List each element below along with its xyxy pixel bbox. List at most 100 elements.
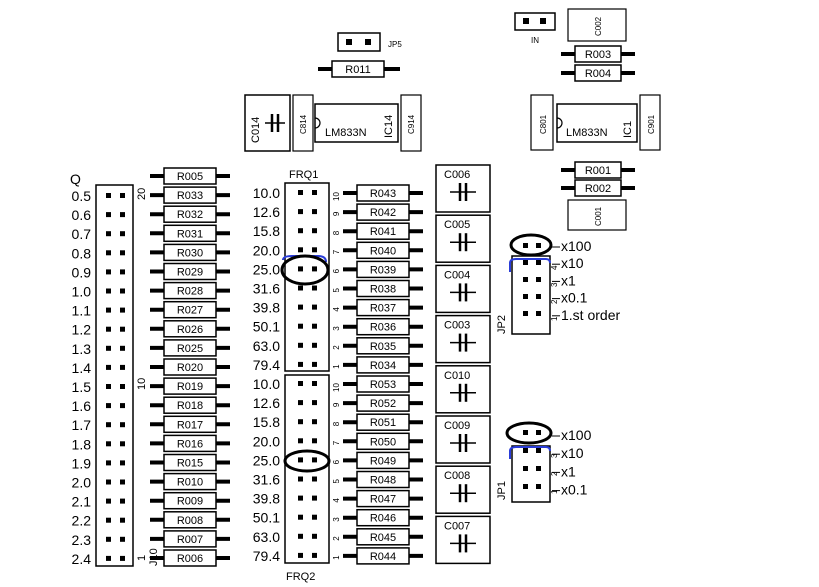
resistor-r049: R049 bbox=[343, 451, 423, 470]
capacitor-label: C005 bbox=[444, 219, 470, 231]
jp1-pin-number: 3 bbox=[550, 453, 559, 458]
frq-value: 63.0 bbox=[253, 338, 280, 354]
frq-pin bbox=[298, 419, 303, 425]
resistor-r027-label: R027 bbox=[177, 305, 203, 317]
resistor-r033-label: R033 bbox=[177, 190, 203, 202]
frq-pin bbox=[312, 438, 317, 444]
resistor-r025-label: R025 bbox=[177, 343, 203, 355]
resistor-r033: R033 bbox=[150, 186, 230, 204]
jp1-pin bbox=[536, 448, 541, 453]
j10-pin bbox=[106, 288, 111, 294]
frq-pin-number: 8 bbox=[332, 230, 341, 235]
jp1-option-label: x100 bbox=[561, 427, 592, 443]
frq1-jumper-marker bbox=[280, 254, 330, 286]
ic1-body bbox=[556, 103, 638, 143]
jp1-pin bbox=[536, 484, 541, 489]
resistor-r019-body bbox=[163, 377, 217, 395]
frq-pin bbox=[312, 342, 317, 348]
q-value: 2.3 bbox=[72, 532, 92, 548]
frq-value: 63.0 bbox=[253, 529, 280, 545]
j10-pins bbox=[106, 193, 125, 561]
in-jumper-pin bbox=[540, 18, 546, 24]
r011-body bbox=[331, 60, 385, 78]
frq2-label: FRQ2 bbox=[286, 571, 315, 583]
resistor-r037-label: R037 bbox=[370, 303, 396, 315]
jp2-option: x100 bbox=[552, 238, 592, 254]
resistor-r028: R028 bbox=[150, 281, 230, 300]
frq-value: 50.1 bbox=[253, 510, 280, 526]
jp1-pin bbox=[523, 484, 528, 489]
jp1-option-label: x1 bbox=[561, 463, 576, 479]
resistor-r015-body bbox=[163, 453, 217, 472]
c901-box bbox=[639, 94, 661, 151]
resistor-r044-body bbox=[356, 547, 410, 565]
frq-pin bbox=[312, 304, 317, 310]
frq-value: 12.6 bbox=[253, 204, 280, 220]
c814-label: C814 bbox=[299, 114, 308, 134]
capacitor-c004: C004 bbox=[435, 264, 491, 314]
capacitor-c008: C008 bbox=[435, 465, 491, 514]
j10-pin bbox=[120, 250, 125, 256]
j10-pin bbox=[120, 212, 125, 218]
resistor-r002-label: R002 bbox=[585, 183, 611, 195]
jp1-pin bbox=[523, 466, 528, 471]
resistor-r026: R026 bbox=[150, 320, 230, 338]
j10-pin bbox=[120, 422, 125, 428]
resistor-r048-body bbox=[356, 470, 410, 489]
resistor-r005: R005 bbox=[150, 167, 230, 185]
frq-value: 79.4 bbox=[253, 357, 280, 373]
resistor-r009: R009 bbox=[150, 491, 230, 510]
jp1-pin bbox=[523, 430, 528, 435]
capacitor-c007: C007 bbox=[435, 515, 491, 565]
resistor-r028-body bbox=[163, 281, 217, 300]
frq-pin bbox=[312, 476, 317, 482]
resistor-r010-body bbox=[163, 472, 217, 491]
resistor-r007-body bbox=[163, 530, 217, 548]
jp2-option-label: x100 bbox=[561, 238, 592, 254]
resistor-r020-body bbox=[163, 358, 217, 376]
frq-pin bbox=[298, 361, 303, 367]
j10-pin bbox=[106, 517, 111, 523]
resistor-r016-label: R016 bbox=[177, 438, 203, 450]
resistor-r052: R052 bbox=[343, 394, 423, 412]
frq-pin bbox=[312, 514, 317, 520]
frq-pin-number: 2 bbox=[332, 345, 341, 350]
jp2-selection-blue bbox=[509, 258, 551, 272]
resistor-r016-body bbox=[163, 434, 217, 453]
capacitor-label: C006 bbox=[444, 169, 470, 181]
jp2-pin-number: 1 bbox=[550, 316, 559, 321]
c014-label: C014 bbox=[250, 117, 262, 143]
frq-resistor-column: R043R042R041R040R039R038R037R036R035R034… bbox=[343, 184, 423, 565]
j10-pin bbox=[120, 307, 125, 313]
jp2-pin-number: 3 bbox=[550, 282, 559, 287]
resistor-r050: R050 bbox=[343, 432, 423, 451]
frq-pin bbox=[312, 209, 317, 215]
resistor-r046: R046 bbox=[343, 508, 423, 527]
resistor-r018-body bbox=[163, 396, 217, 414]
frq-pin-number: 6 bbox=[332, 268, 341, 273]
resistor-r039-body bbox=[356, 260, 410, 279]
resistor-r003-body bbox=[574, 45, 622, 63]
resistor-r052-body bbox=[356, 394, 410, 412]
frq-pin-number: 1 bbox=[332, 555, 341, 560]
jp2-option-label: 1.st order bbox=[561, 307, 620, 323]
resistor-r036: R036 bbox=[343, 317, 423, 336]
j10-pin bbox=[120, 498, 125, 504]
ic14-name: LM833N bbox=[325, 127, 367, 139]
j10-pin bbox=[120, 460, 125, 466]
frq-value: 79.4 bbox=[253, 548, 280, 564]
resistor-r001-body bbox=[574, 161, 622, 179]
c001-box bbox=[567, 199, 627, 231]
frq-value: 10.0 bbox=[253, 185, 280, 201]
jp2-option-label: x0.1 bbox=[561, 290, 588, 306]
frq-pin-number: 10 bbox=[332, 192, 341, 201]
j10-pin bbox=[120, 384, 125, 389]
resistor-r028-label: R028 bbox=[177, 286, 203, 298]
j10-pin bbox=[106, 403, 111, 409]
resistor-r050-label: R050 bbox=[370, 436, 396, 448]
frq-pin bbox=[298, 342, 303, 348]
frq-pin-number: 10 bbox=[332, 383, 341, 392]
j10-pin bbox=[106, 384, 111, 389]
resistor-r008: R008 bbox=[150, 511, 230, 529]
